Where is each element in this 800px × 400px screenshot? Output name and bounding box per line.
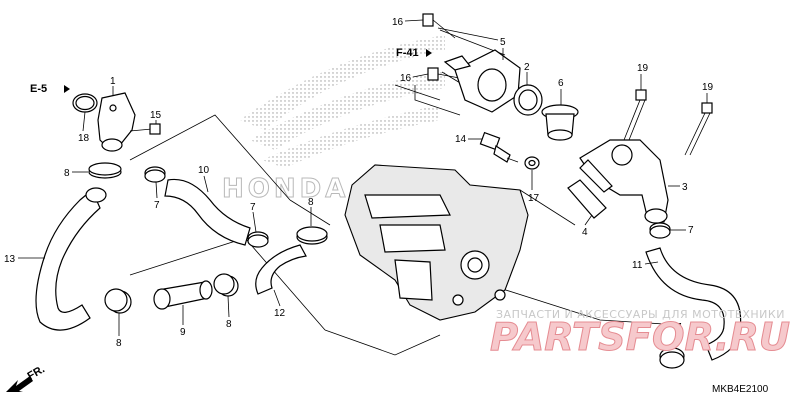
watermark-logo: PARTSFOR.RU [490, 315, 790, 359]
hose-clamp-7c [649, 222, 671, 239]
temperature-sensor-14 [479, 131, 519, 163]
bolt-16a [422, 13, 456, 39]
callout-8b: 8 [308, 197, 314, 208]
bolt-19b [684, 102, 713, 156]
water-pipe-9 [153, 280, 213, 310]
callout-2: 2 [524, 62, 530, 73]
hose-clamp-8d [213, 273, 239, 297]
callout-16a: 16 [392, 17, 404, 28]
callout-18: 18 [78, 133, 90, 144]
reference-labels: E-5 F-41 [30, 47, 432, 95]
callout-4: 4 [582, 227, 588, 238]
water-pipe-housing-1 [97, 92, 136, 152]
hose-clamp-8a [88, 162, 122, 179]
hose-11 [645, 247, 742, 361]
honda-wing-watermark: HONDA [222, 35, 445, 205]
diagram-code: MKB4E2100 [712, 384, 769, 395]
thermostat-6 [541, 104, 579, 141]
callout-3: 3 [682, 182, 688, 193]
ref-f41: F-41 [396, 47, 419, 59]
callout-6: 6 [558, 78, 564, 89]
hose-clamp-8b [296, 226, 328, 245]
ref-e5: E-5 [30, 83, 47, 95]
hose-12 [255, 244, 307, 295]
callout-8d: 8 [226, 319, 232, 330]
hose-clamp-8c [104, 288, 132, 314]
callout-19b: 19 [702, 82, 714, 93]
callout-19a: 19 [637, 63, 649, 74]
callout-14: 14 [455, 134, 467, 145]
callout-1: 1 [110, 76, 116, 87]
callout-7c: 7 [688, 225, 694, 236]
callout-12: 12 [274, 308, 286, 319]
honda-brand-text: HONDA [222, 174, 349, 204]
cylinder-head [344, 164, 529, 321]
gasket-4 [567, 179, 607, 219]
callout-11: 11 [632, 260, 643, 271]
callout-7d: 7 [676, 322, 682, 333]
bolt-15 [129, 123, 161, 135]
site-watermark: ЗАПЧАСТИ И АКСЕССУАРЫ ДЛЯ МОТОТЕХНИКИ PA… [490, 308, 791, 360]
hose-clamp-7b [247, 231, 269, 248]
watermark-slogan: ЗАПЧАСТИ И АКСЕССУАРЫ ДЛЯ МОТОТЕХНИКИ [496, 308, 785, 321]
hose-clamp-7a [144, 166, 166, 183]
callouts: 1 2 3 4 5 6 7 7 7 7 8 8 8 8 9 10 11 [4, 17, 714, 349]
callout-8a: 8 [64, 168, 70, 179]
thermostat-housing-3 [579, 139, 669, 224]
callout-10: 10 [198, 165, 210, 176]
callout-5: 5 [500, 37, 506, 48]
thermostat-cover-5 [443, 49, 521, 113]
front-direction-arrow: FR. [6, 363, 47, 392]
callout-8c: 8 [116, 338, 122, 349]
callout-17: 17 [528, 193, 540, 204]
front-arrow-label: FR. [26, 363, 47, 382]
callout-7b: 7 [250, 202, 256, 213]
callout-15: 15 [150, 110, 162, 121]
callout-16b: 16 [400, 73, 412, 84]
hose-13 [35, 189, 101, 331]
callout-9: 9 [180, 327, 186, 338]
hose-clamp-7d [659, 347, 685, 369]
callout-7a: 7 [154, 200, 160, 211]
hose-10 [164, 178, 251, 246]
callout-13: 13 [4, 254, 16, 265]
